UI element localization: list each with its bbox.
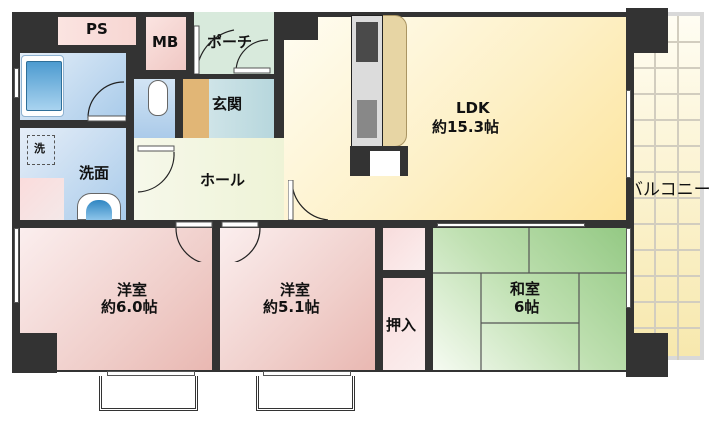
window-western1-side (14, 228, 19, 303)
room-closet-top (383, 228, 425, 270)
western2-size: 約5.1帖 (263, 298, 320, 316)
porch-label: ポーチ (207, 33, 253, 51)
hall-label: ホール (200, 171, 246, 189)
fridge-space (350, 146, 408, 176)
balcony-grid (632, 16, 700, 360)
western1-door-swing (175, 221, 213, 262)
room-closet-small (20, 178, 64, 220)
window-ldk-balcony (626, 90, 631, 178)
ldk-size: 約15.3帖 (432, 118, 500, 136)
room-ldk (284, 17, 626, 220)
entrance-step (183, 79, 209, 138)
washbasin-icon (77, 193, 121, 220)
room-porch (194, 12, 274, 74)
sink-icon (357, 100, 377, 138)
balcony-western2 (256, 376, 355, 411)
room-ps (58, 17, 136, 45)
window-western2-bottom (263, 371, 351, 376)
ldk-wall-corner (276, 12, 318, 40)
western2-door-swing (221, 221, 261, 262)
room-western-2 (220, 228, 375, 370)
corner-wall-tr (626, 8, 668, 53)
japanese-size: 6帖 (514, 298, 540, 316)
entrance-label: 玄関 (212, 95, 243, 113)
western1-label: 洋室 (117, 281, 148, 299)
washer-space (27, 135, 55, 165)
window-japanese-balcony (626, 228, 631, 308)
balcony (632, 12, 704, 360)
tatami-lines (433, 228, 626, 370)
western2-label: 洋室 (280, 281, 311, 299)
closet-label: 押入 (386, 316, 417, 334)
window-bath (14, 68, 19, 98)
bathtub-icon (21, 55, 64, 117)
japanese-label: 和室 (510, 280, 541, 298)
balcony-western1 (99, 376, 198, 411)
washroom-label: 洗面 (79, 164, 110, 182)
ldk-door-swing (288, 180, 329, 221)
porch-door-swing (194, 25, 271, 74)
mb-label: MB (152, 33, 179, 51)
western1-size: 約6.0帖 (101, 298, 158, 316)
toilet-door-swing (137, 145, 175, 193)
room-hall (134, 138, 286, 220)
window-japanese-top (437, 223, 585, 227)
ps-label: PS (86, 20, 108, 38)
room-closet (383, 278, 425, 370)
washer-label: 洗 (34, 142, 45, 155)
toilet-icon (148, 80, 168, 116)
room-mb (146, 17, 186, 70)
ldk-label: LDK (456, 99, 490, 117)
stove-icon (356, 22, 378, 62)
western1-corner (12, 333, 57, 373)
interior-wall-h1 (12, 220, 634, 228)
balcony-label: バルコニー (626, 180, 711, 200)
window-western1-bottom (107, 371, 195, 376)
corner-wall-br (626, 333, 668, 377)
bath-door-swing (87, 81, 126, 122)
